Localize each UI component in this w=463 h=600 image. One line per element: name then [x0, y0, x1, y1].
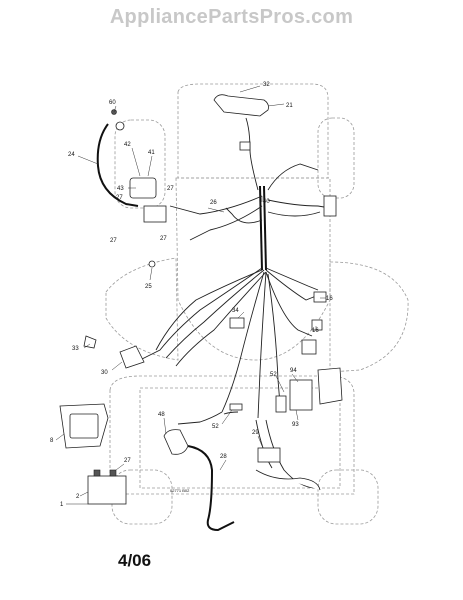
callout-16-a: 16	[326, 296, 333, 302]
battery-cable	[187, 445, 235, 532]
parts	[59, 94, 343, 505]
ground-wire	[96, 123, 139, 207]
callout-52-a: 52	[270, 372, 277, 378]
callout-2: 2	[76, 494, 80, 500]
watermark: AppliancePartsPros.com	[109, 6, 354, 28]
callout-29: 29	[252, 430, 259, 436]
callout-94: 94	[290, 368, 297, 374]
callout-33: 33	[72, 346, 79, 352]
callout-28: 28	[220, 454, 227, 460]
callout-48: 48	[158, 412, 165, 418]
callout-1: 1	[60, 502, 64, 508]
figure-code: 02771 B02	[170, 488, 190, 493]
callout-27-a: 27	[167, 186, 174, 192]
callout-27-e: 27	[124, 458, 131, 464]
main-harness	[135, 117, 331, 489]
callout-30: 30	[101, 370, 108, 376]
callout-21: 21	[286, 103, 293, 109]
leader-lines	[55, 85, 326, 505]
callout-32: 32	[263, 82, 270, 88]
callout-60: 60	[109, 100, 116, 106]
callout-40: 40	[263, 199, 270, 205]
callout-16-b: 16	[312, 328, 319, 334]
callout-42: 42	[124, 142, 131, 148]
revision-date: 4/06	[118, 551, 152, 570]
callout-93: 93	[292, 422, 299, 428]
callout-26: 26	[210, 200, 217, 206]
callout-8: 8	[50, 438, 54, 444]
callout-34: 34	[232, 308, 239, 314]
callout-24: 24	[68, 152, 75, 158]
callout-27-b: 27	[116, 195, 123, 201]
callout-25: 25	[145, 284, 152, 290]
callout-labels: 32 21 60 24 42 41 43 27 27 26 40 27 27 2…	[50, 82, 333, 508]
callout-41: 41	[148, 150, 155, 156]
callout-27-c: 27	[110, 238, 117, 244]
callout-27-d: 27	[160, 236, 167, 242]
callout-52-b: 52	[212, 424, 219, 430]
callout-43: 43	[117, 186, 124, 192]
